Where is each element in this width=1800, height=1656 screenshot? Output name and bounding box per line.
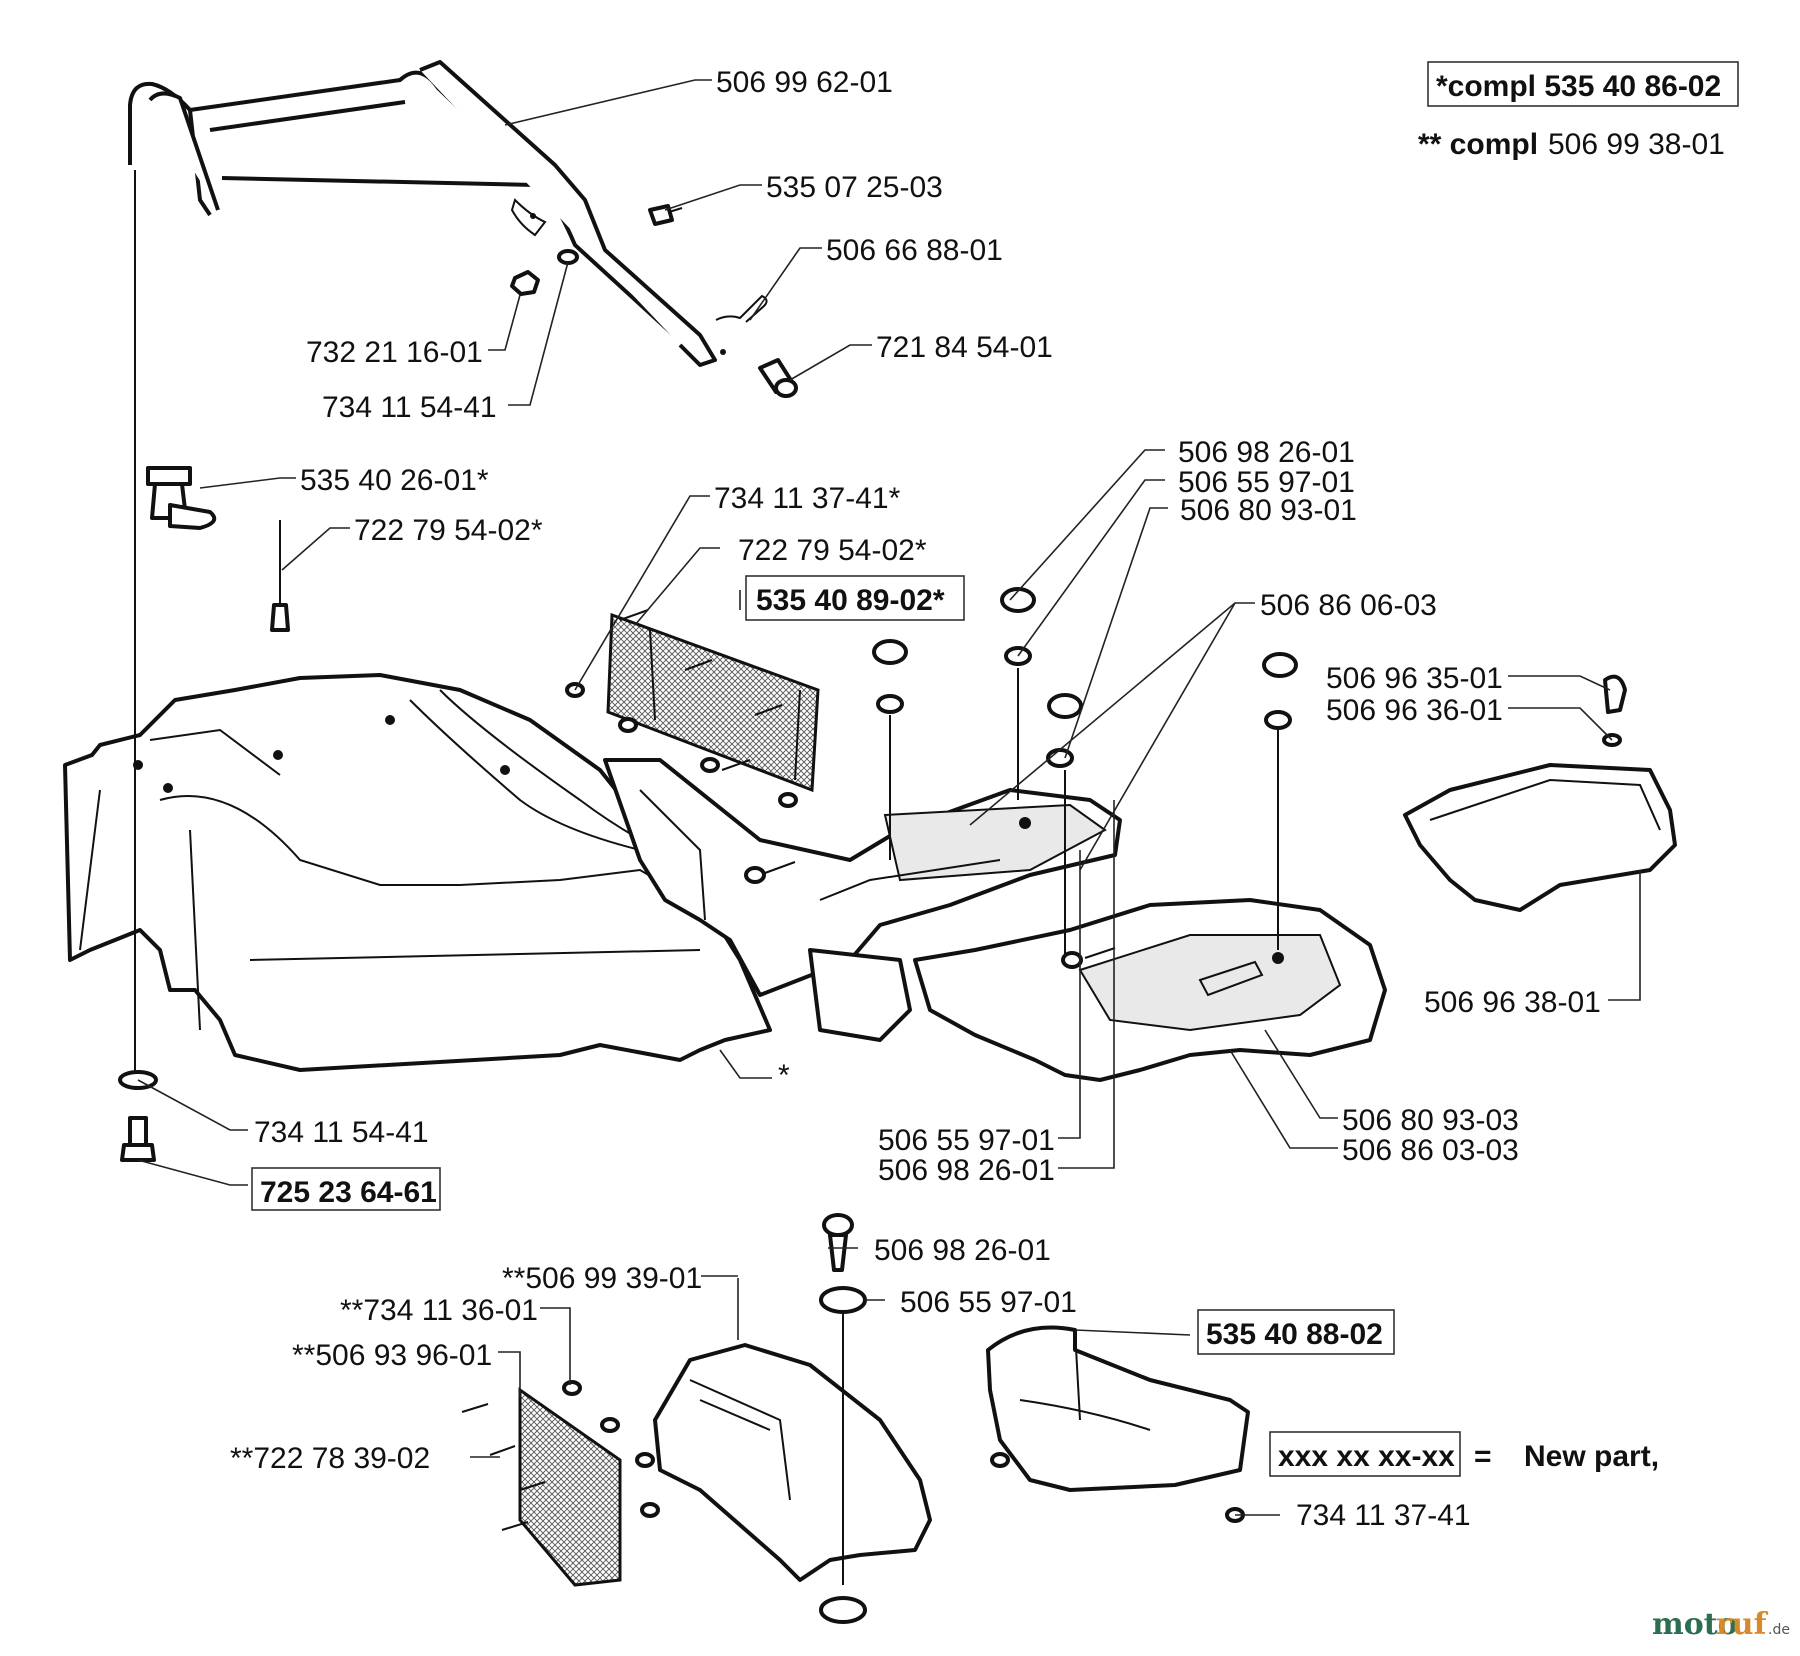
washer-icon (562, 1380, 582, 1396)
washer-icon (618, 717, 638, 733)
part-label: 722 79 54-02* (354, 514, 543, 547)
mesh-plate-part (606, 612, 820, 793)
legend-meaning: New part, (1524, 1440, 1659, 1473)
new-part-box (1197, 1309, 1395, 1355)
compl-box (1427, 61, 1739, 107)
part-label: 535 40 26-01* (300, 464, 489, 497)
rivet-icon (619, 609, 783, 771)
screw-icon (872, 587, 1298, 768)
part-label: 506 96 38-01 (1424, 986, 1601, 1019)
watermark-logo: moto ruf .de (1652, 1607, 1790, 1642)
rivet-icon (461, 1403, 546, 1531)
clip-pin-icon (715, 294, 768, 323)
washer-icon (600, 1417, 620, 1433)
part-label: 506 98 26-01 (874, 1234, 1051, 1267)
part-label: 506 99 62-01 (716, 66, 893, 99)
part-label: 506 96 36-01 (1326, 694, 1503, 727)
part-label: 506 96 35-01 (1326, 662, 1503, 695)
top-cover-part (1403, 763, 1677, 912)
part-label: **506 93 96-01 (292, 1339, 492, 1372)
bolt-icon (120, 1116, 156, 1162)
part-label: 506 80 93-01 (1180, 494, 1357, 527)
washer-icon (557, 249, 579, 265)
washer-icon (778, 792, 798, 808)
part-label: 535 40 89-02* (756, 584, 945, 617)
side-panel-part (808, 948, 912, 1042)
part-label: 725 23 64-61 (260, 1176, 437, 1209)
watermark-part1: moto (1652, 1607, 1738, 1642)
pin-icon (758, 358, 798, 398)
new-part-box (251, 1167, 441, 1211)
washer-icon (990, 1452, 1010, 1468)
grass-cover-part (63, 673, 772, 1072)
part-label: * (778, 1059, 790, 1092)
screw-icon (822, 1213, 854, 1272)
compl-label-number: 506 99 38-01 (1548, 128, 1725, 161)
bolt-icon (1603, 674, 1627, 714)
rivet-icon (270, 520, 290, 632)
washer-icon (819, 1596, 867, 1624)
legend-equals: = (1474, 1440, 1492, 1473)
part-label: 506 86 06-03 (1260, 589, 1437, 622)
handle-part (128, 60, 726, 367)
part-label: **734 11 36-01 (340, 1294, 538, 1327)
washer-icon (819, 1286, 867, 1314)
watermark-suffix: .de (1768, 1622, 1790, 1638)
part-label: 535 40 88-02 (1206, 1318, 1383, 1351)
compl-label: *compl 535 40 86-02 (1436, 70, 1721, 103)
part-label: 506 86 03-03 (1342, 1134, 1519, 1167)
chute-part (653, 1343, 932, 1582)
washer-icon (635, 1452, 655, 1468)
part-label: 506 98 26-01 (878, 1154, 1055, 1187)
side-bracket-part (603, 758, 1122, 997)
part-label: 734 11 37-41* (714, 482, 901, 515)
part-label: 535 07 25-03 (766, 171, 943, 204)
part-label: 506 66 88-01 (826, 234, 1003, 267)
part-label: 506 55 97-01 (900, 1286, 1077, 1319)
part-label: 732 21 16-01 (306, 336, 483, 369)
compl-label-prefix: ** compl (1418, 128, 1538, 161)
part-label: 721 84 54-01 (876, 331, 1053, 364)
new-part-box (745, 575, 965, 621)
washer-icon (640, 1502, 660, 1518)
part-label: 506 55 97-01 (878, 1124, 1055, 1157)
part-label: 734 11 54-41 (254, 1116, 429, 1149)
nut-icon (510, 270, 540, 296)
part-label: 506 80 93-03 (1342, 1104, 1519, 1137)
part-label: 734 11 37-41 (1296, 1499, 1471, 1532)
watermark-part2: ruf (1716, 1607, 1769, 1642)
leader-lines (137, 79, 1641, 1516)
washer-icon (700, 757, 720, 773)
mesh-plate-part (518, 1387, 622, 1587)
part-label: **722 78 39-02 (230, 1442, 430, 1475)
part-label: 506 55 97-01 (1178, 466, 1355, 499)
part-label: 722 79 54-02* (738, 534, 927, 567)
part-label: 734 11 54-41 (322, 391, 497, 424)
bolt-icon (744, 861, 1116, 969)
tray-part (986, 1325, 1250, 1492)
legend-box (1269, 1431, 1461, 1477)
bolt-icon (648, 204, 683, 226)
part-label: 506 98 26-01 (1178, 436, 1355, 469)
knob-icon (146, 466, 217, 530)
legend-placeholder: xxx xx xx-xx (1278, 1440, 1455, 1473)
part-label: **506 99 39-01 (502, 1262, 702, 1295)
